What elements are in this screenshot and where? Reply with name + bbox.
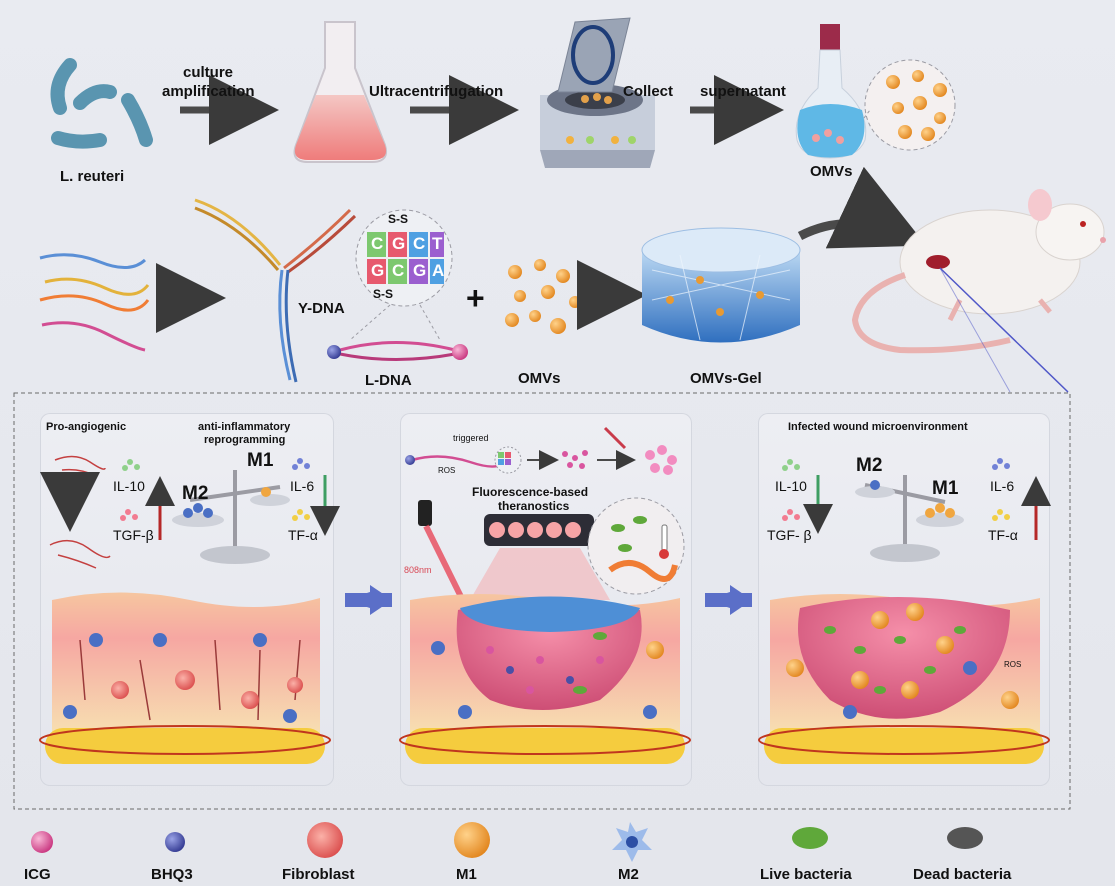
label-il10-right: IL-10 [775, 478, 807, 494]
sensor-mechanism [405, 426, 677, 475]
balance-scale-right [855, 475, 964, 562]
legend-label-fibroblast: Fibroblast [282, 866, 355, 883]
label-l-dna: L-DNA [365, 372, 412, 389]
bases-top-t: T [432, 234, 443, 253]
label-ros-right: ROS [1004, 660, 1022, 669]
label-il6-left: IL-6 [290, 478, 315, 494]
label-reprogramming: reprogramming [204, 434, 286, 446]
dna-strands [39, 253, 150, 352]
label-collect: Collect [623, 83, 674, 100]
zoom-line-left [939, 267, 1011, 393]
label-triggered: triggered [453, 433, 489, 443]
legend-m1-icon [454, 822, 490, 858]
legend-label-live-bacteria: Live bacteria [760, 866, 852, 883]
bases-bottom-a: A [432, 261, 445, 280]
label-m1-right: M1 [932, 478, 959, 499]
legend-label-dead-bacteria: Dead bacteria [913, 866, 1012, 883]
label-il6-right: IL-6 [990, 478, 1015, 494]
legend-label-icg: ICG [24, 866, 51, 883]
fluorescence-well-plate [470, 514, 610, 600]
legend-fibroblast-icon [307, 822, 343, 858]
skin-left [39, 592, 331, 764]
label-ultracentrifugation: Ultracentrifugation [369, 83, 504, 100]
label-m2-right: M2 [856, 455, 883, 476]
cytokine-dots-right [782, 458, 1010, 521]
skin-middle [399, 594, 691, 764]
plus-sign: + [466, 280, 485, 316]
centrifuge [540, 17, 655, 168]
l-dna-linker [327, 341, 468, 361]
label-m2-left: M2 [182, 483, 209, 504]
bases-top-c: C [371, 234, 392, 253]
omvs-particles [886, 70, 947, 141]
mouse [851, 189, 1106, 354]
arrow-to-mouse [797, 166, 927, 249]
balance-scale-left [172, 470, 290, 564]
zoom-line-right [939, 267, 1069, 393]
legend-live-bacteria-icon [792, 827, 828, 849]
bacteria-magnifier [587, 497, 685, 595]
y-dna-structure [194, 198, 357, 383]
label-amplification: amplification [162, 83, 255, 100]
label-ss-top: S-S [388, 212, 409, 226]
label-808nm: 808nm [404, 565, 432, 575]
label-m1-left: M1 [247, 450, 274, 471]
label-anti-inflammatory: anti-inflammatory [198, 421, 291, 433]
label-theranostics: theranostics [498, 499, 570, 513]
label-omvs-gel: OMVs-Gel [690, 370, 762, 387]
bases-top-g: G [392, 234, 406, 253]
cytokine-dots-left [120, 458, 310, 521]
legend-icons [31, 822, 983, 862]
skin-right [758, 594, 1050, 764]
omvs-cluster [505, 259, 581, 334]
label-tf-right: TF-α [988, 527, 1018, 543]
label-l-reuteri: L. reuteri [60, 168, 125, 185]
legend-dead-bacteria-icon [947, 827, 983, 849]
legend-icg-icon [31, 831, 53, 853]
label-tgf-right: TGF- β [767, 527, 812, 543]
label-pro-angiogenic: Pro-angiogenic [46, 421, 127, 433]
label-ros-mid: ROS [438, 466, 456, 475]
bases-bottom-c: C [392, 261, 405, 280]
l-reuteri-bacteria [50, 58, 153, 149]
omvs-gel-hydrogel [641, 227, 801, 343]
legend-label-m2: M2 [618, 866, 639, 883]
bottom-dashed-frame [13, 392, 1071, 810]
vessel-sketch [49, 455, 111, 569]
legend-bhq3-icon [165, 832, 185, 852]
label-tf-left: TF-α [288, 527, 318, 543]
base-pair-magnifier [349, 209, 453, 341]
label-infected-wound: Infected wound microenvironment [788, 421, 968, 433]
legend-label-m1: M1 [456, 866, 477, 883]
label-culture: culture [183, 64, 234, 81]
label-omvs-top: OMVs [810, 163, 853, 180]
label-supernatant: supernatant [700, 83, 786, 100]
bases-bottom-g: G [371, 261, 385, 280]
label-tgf-left: TGF-β [113, 527, 154, 543]
flask-culture [293, 21, 388, 163]
label-y-dna: Y-DNA [298, 300, 345, 317]
label-il10-left: IL-10 [113, 478, 145, 494]
bases-top-c2: C [413, 234, 426, 253]
label-ss-bottom: S-S [373, 287, 394, 301]
bases-bottom-g2: G [413, 261, 427, 280]
label-fluorescence: Fluorescence-based [472, 485, 589, 499]
legend-label-bhq3: BHQ3 [151, 866, 193, 883]
label-omvs-mid: OMVs [518, 370, 561, 387]
